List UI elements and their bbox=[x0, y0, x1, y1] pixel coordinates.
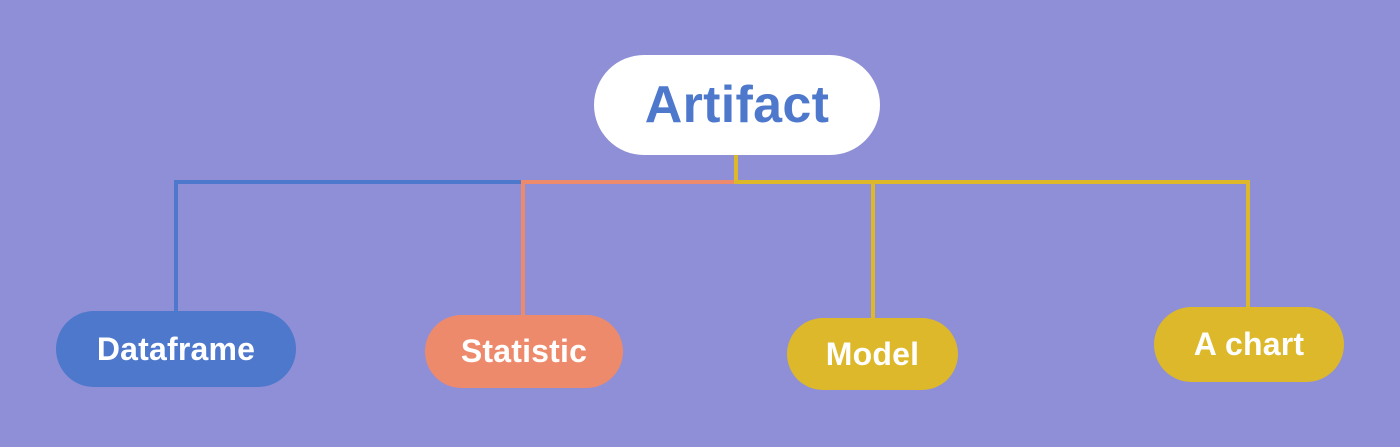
root-node-artifact: Artifact bbox=[594, 55, 880, 155]
connector-dataframe bbox=[174, 180, 523, 313]
connector-chart bbox=[871, 180, 1250, 309]
child-node-label: A chart bbox=[1193, 326, 1305, 362]
root-node-label: Artifact bbox=[644, 76, 830, 134]
connector-statistic bbox=[521, 180, 738, 317]
child-node-chart: A chart bbox=[1154, 307, 1344, 382]
child-node-dataframe: Dataframe bbox=[56, 311, 296, 387]
child-node-statistic: Statistic bbox=[425, 315, 623, 388]
child-node-label: Dataframe bbox=[96, 330, 256, 367]
connector-model bbox=[734, 180, 875, 320]
child-node-label: Statistic bbox=[460, 333, 588, 369]
child-node-label: Model bbox=[825, 335, 920, 372]
child-node-model: Model bbox=[787, 318, 958, 390]
